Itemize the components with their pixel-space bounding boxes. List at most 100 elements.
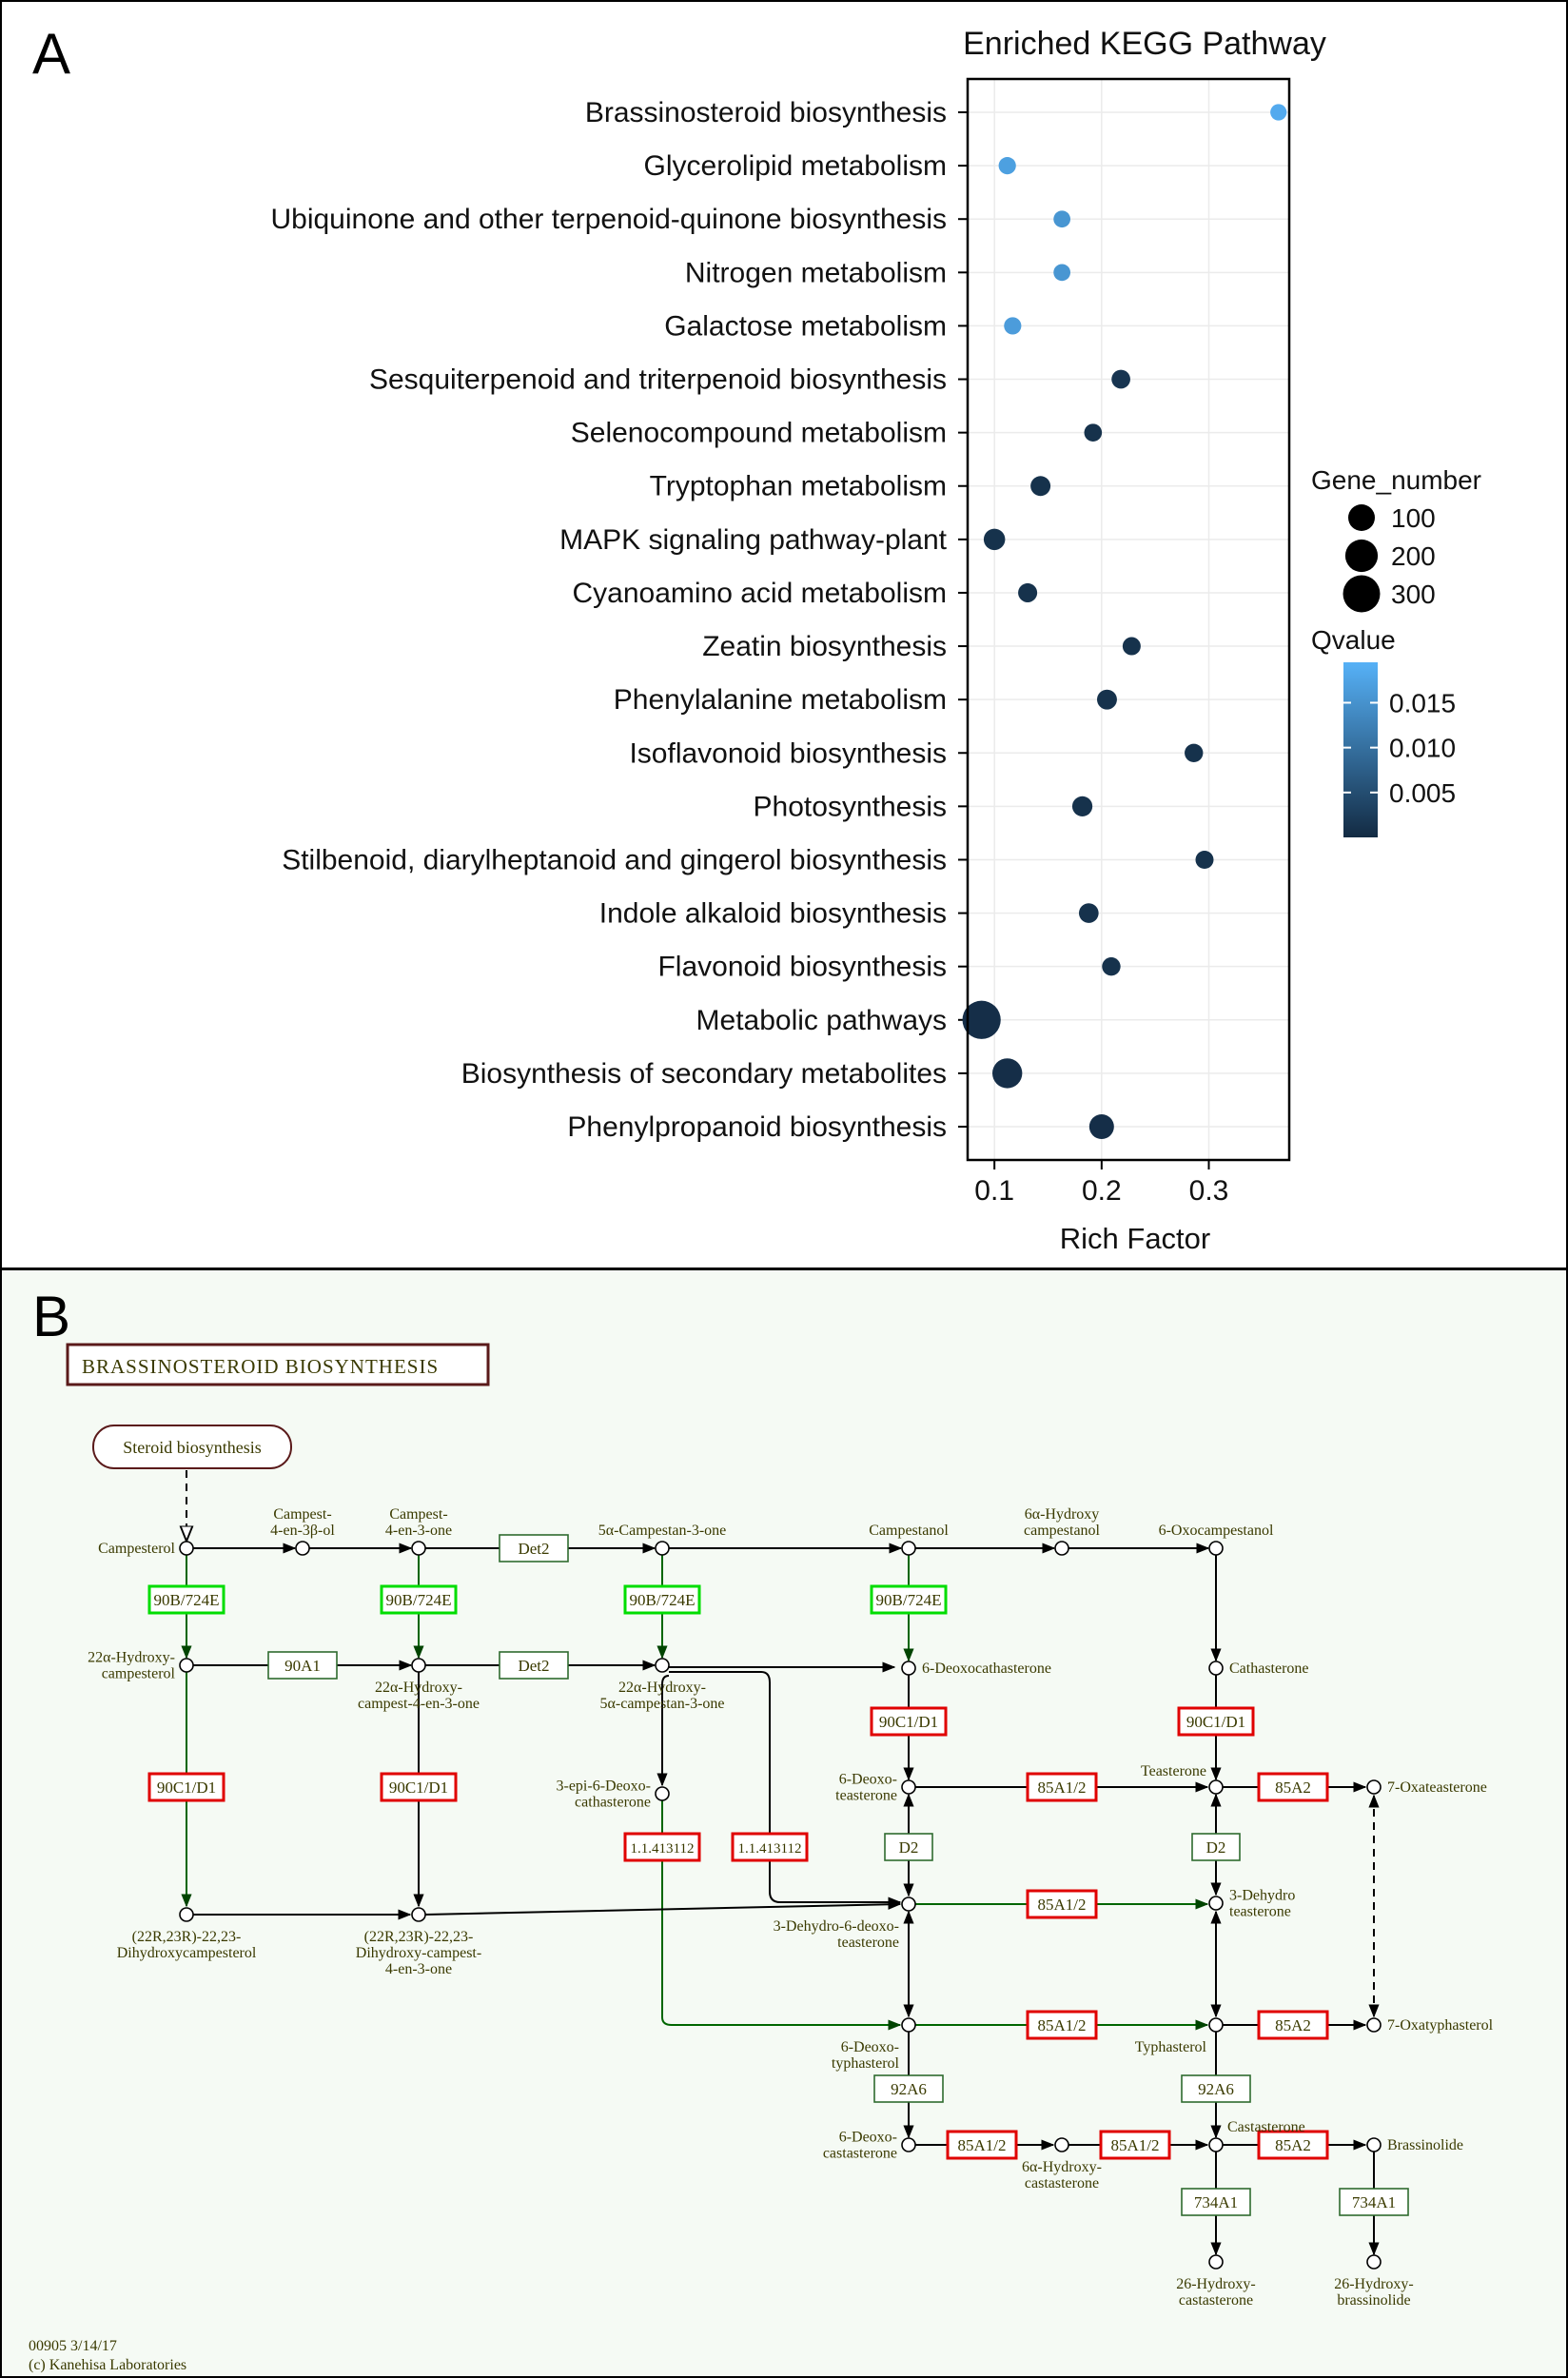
size-legend-dot (1348, 504, 1375, 531)
point-zeatin-biosynthesis (1122, 637, 1141, 656)
enzyme-box (1026, 2010, 1098, 2040)
point-isoflavonoid-biosynthesis (1185, 743, 1204, 762)
compound-brassinolide[interactable]: Brassinolide (1366, 2137, 1463, 2153)
enzyme-box (380, 1772, 458, 1802)
compound-deoxoteasterone[interactable]: 6-Deoxo-teasterone (835, 1772, 916, 1804)
enzyme-85a1-2[interactable]: 85A1/2 (1026, 1772, 1098, 1802)
compound-cathasterone[interactable]: Cathasterone (1208, 1661, 1309, 1677)
category-label: Sesquiterpenoid and triterpenoid biosynt… (369, 364, 947, 396)
point-indole-alkaloid-biosynthesis (1078, 903, 1099, 923)
compound-oxatyphasterol[interactable]: 7-Oxatyphasterol (1366, 2017, 1494, 2034)
enzyme-734a1[interactable]: 734A1 (1339, 2188, 1409, 2216)
enzyme-det2[interactable]: Det2 (499, 1651, 569, 1680)
enzyme-92a6[interactable]: 92A6 (1181, 2074, 1251, 2103)
compound-label: Cathasterone (1229, 1661, 1309, 1677)
compound-node (1208, 1779, 1224, 1795)
compound-teasterone[interactable]: Teasterone (1141, 1763, 1224, 1795)
compound-c4en3one[interactable]: Campest-4-en-3-one (385, 1506, 452, 1556)
compound-campesterol[interactable]: Campesterol (98, 1541, 194, 1557)
compound-oxateasterone[interactable]: 7-Oxateasterone (1366, 1779, 1487, 1796)
enzyme-85a1-2[interactable]: 85A1/2 (946, 2130, 1018, 2160)
compound-node (1366, 2017, 1382, 2033)
enzyme-85a2[interactable]: 85A2 (1257, 2130, 1329, 2160)
compound-hydroxycastasterone26[interactable]: 26-Hydroxy-castasterone (1176, 2254, 1256, 2309)
map-title: BRASSINOSTEROID BIOSYNTHESIS (82, 1355, 439, 1378)
enzyme-box (267, 1651, 338, 1680)
point-galactose-metabolism (1004, 317, 1022, 335)
enzyme-box (946, 2130, 1018, 2160)
compound-dihydroxycampest4en3one[interactable]: (22R,23R)-22,23-Dihydroxy-campest-4-en-3… (356, 1907, 481, 1977)
point-cyanoamino-acid-metabolism (1018, 582, 1038, 602)
category-label: Nitrogen metabolism (685, 257, 947, 288)
point-phenylpropanoid-biosynthesis (1088, 1114, 1114, 1139)
compound-hydroxy5acampestan3one[interactable]: 22α-Hydroxy-5α-campestan-3-one (600, 1658, 725, 1712)
enzyme-85a1-2[interactable]: 85A1/2 (1099, 2130, 1171, 2160)
category-label: Galactose metabolism (664, 310, 947, 342)
enzyme-90c1-d1[interactable]: 90C1/D1 (870, 1706, 948, 1737)
compound-label: Castasterone (1227, 2119, 1305, 2135)
enzyme-1-1-413112[interactable]: 1.1.413112 (731, 1832, 809, 1862)
compound-deoxotyphasterol[interactable]: 6-Deoxo-typhasterol (832, 2017, 916, 2072)
enzyme-box (870, 1584, 948, 1615)
compound-epideoxocathasterone[interactable]: 3-epi-6-Deoxo-cathasterone (556, 1779, 670, 1811)
x-tick-label: 0.2 (1082, 1175, 1122, 1207)
point-sesquiterpenoid-and-triterpenoid-biosynthesis (1111, 369, 1130, 389)
compound-oxocampestanol[interactable]: 6-Oxocampestanol (1159, 1523, 1274, 1556)
compound-dihydroxycampesterol[interactable]: (22R,23R)-22,23-Dihydroxycampesterol (117, 1907, 257, 1961)
compound-hydroxycampesterol[interactable]: 22α-Hydroxy-campesterol (88, 1650, 194, 1682)
compound-label: Typhasterol (1135, 2039, 1207, 2055)
enzyme-92a6[interactable]: 92A6 (873, 2074, 944, 2103)
enzyme-label: D2 (899, 1838, 919, 1857)
compound-c4en3bol[interactable]: Campest-4-en-3β-ol (270, 1506, 335, 1556)
compound-dehydrodeoxoteasterone[interactable]: 3-Dehydro-6-deoxo-teasterone (774, 1897, 916, 1951)
enzyme-box (147, 1772, 225, 1802)
enzyme-90c1-d1[interactable]: 90C1/D1 (1177, 1706, 1255, 1737)
enzyme-d2[interactable]: D2 (1191, 1833, 1241, 1861)
enzyme-90b-724e[interactable]: 90B/724E (147, 1584, 225, 1615)
enzyme-det2[interactable]: Det2 (499, 1534, 569, 1562)
compound-hydroxycampest4en3one[interactable]: 22α-Hydroxy-campest-4-en-3-one (358, 1658, 480, 1712)
enzyme-label: 92A6 (891, 2080, 927, 2098)
enzyme-90b-724e[interactable]: 90B/724E (623, 1584, 701, 1615)
compound-campestanol[interactable]: Campestanol (869, 1523, 949, 1556)
enzyme-90a1[interactable]: 90A1 (267, 1651, 338, 1680)
enzyme-85a2[interactable]: 85A2 (1257, 2010, 1329, 2040)
plot-frame (966, 77, 1291, 1162)
enzyme-1-1-413112[interactable]: 1.1.413112 (623, 1832, 701, 1862)
compound-hydroxybrassinolide26[interactable]: 26-Hydroxy-brassinolide (1334, 2254, 1414, 2309)
size-legend-label: 200 (1391, 541, 1436, 571)
compound-node (901, 1661, 916, 1676)
enzyme-label: 85A2 (1275, 2016, 1311, 2034)
enzyme-85a2[interactable]: 85A2 (1257, 1772, 1329, 1802)
compound-deoxocathasterone[interactable]: 6-Deoxocathasterone (901, 1661, 1051, 1677)
enzyme-734a1[interactable]: 734A1 (1181, 2188, 1251, 2216)
enzyme-90c1-d1[interactable]: 90C1/D1 (147, 1772, 225, 1802)
compound-typhasterol[interactable]: Typhasterol (1135, 2017, 1224, 2055)
point-flavonoid-biosynthesis (1102, 957, 1121, 976)
enzyme-label: 90C1/D1 (389, 1779, 448, 1797)
enzyme-box (623, 1584, 701, 1615)
compound-deoxocastasterone[interactable]: 6-Deoxo-castasterone (823, 2130, 916, 2162)
compound-node (411, 1907, 426, 1922)
enzyme-box (731, 1832, 809, 1862)
enzyme-label: 85A1/2 (1038, 2016, 1087, 2034)
category-label: Phenylalanine metabolism (614, 684, 947, 716)
compound-castasterone[interactable]: Castasterone (1208, 2119, 1305, 2152)
enzyme-d2[interactable]: D2 (884, 1833, 933, 1861)
enzyme-box (1257, 1772, 1329, 1802)
enzyme-90c1-d1[interactable]: 90C1/D1 (380, 1772, 458, 1802)
compound-c5acamp3one[interactable]: 5α-Campestan-3-one (598, 1523, 727, 1556)
enzyme-90b-724e[interactable]: 90B/724E (380, 1584, 458, 1615)
steroid-biosynthesis-link[interactable] (92, 1425, 292, 1469)
enzyme-85a1-2[interactable]: 85A1/2 (1026, 1889, 1098, 1919)
enzyme-85a1-2[interactable]: 85A1/2 (1026, 2010, 1098, 2040)
compound-node (655, 1786, 670, 1801)
compound-hydroxycastasterone[interactable]: 6α-Hydroxy-castasterone (1022, 2137, 1102, 2191)
enzyme-label: Det2 (518, 1540, 549, 1558)
color-legend-title: Qvalue (1311, 625, 1396, 655)
enzyme-90b-724e[interactable]: 90B/724E (870, 1584, 948, 1615)
enzyme-box (147, 1584, 225, 1615)
